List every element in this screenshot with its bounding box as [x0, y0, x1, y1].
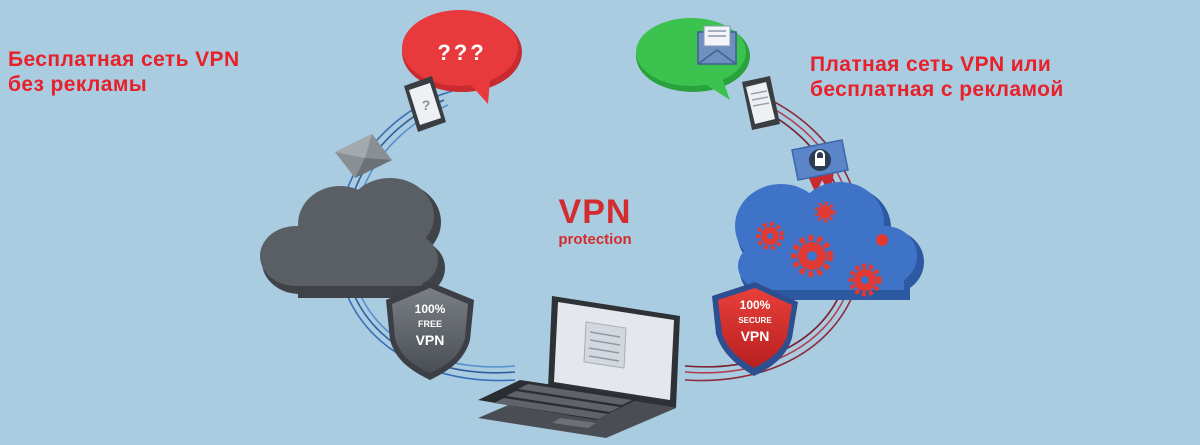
left-caption: Бесплатная сеть VPN без рекламы — [8, 47, 240, 97]
right-shield-line-2: SECURE — [738, 316, 772, 325]
laptop-icon — [478, 296, 680, 438]
left-caption-line-1: Бесплатная сеть VPN — [8, 48, 240, 71]
vpn-title: VPN — [558, 193, 632, 231]
left-shield-line-1: 100% — [415, 302, 446, 316]
right-shield-line-1: 100% — [740, 298, 771, 312]
left-shield-line-3: VPN — [416, 332, 445, 348]
right-caption-line-2: бесплатная с рекламой — [810, 78, 1064, 101]
right-caption-line-1: Платная сеть VPN или — [810, 53, 1052, 76]
free-vpn-shield-icon: 100% FREE VPN — [386, 282, 474, 380]
right-shield-line-3: VPN — [741, 328, 770, 344]
envelope-icon — [697, 25, 737, 65]
right-caption: Платная сеть VPN или бесплатная с реклам… — [810, 52, 1064, 102]
secure-vpn-shield-icon: 100% SECURE VPN — [712, 282, 798, 376]
right-phone-icon — [742, 76, 780, 130]
paid-cloud-icon — [735, 182, 924, 300]
message-bubble — [636, 18, 750, 100]
mail-envelope-icon — [335, 134, 392, 178]
question-marks: ??? — [437, 40, 486, 65]
left-shield-line-2: FREE — [418, 319, 442, 329]
free-cloud-icon — [260, 178, 445, 298]
gear-icons — [756, 201, 888, 297]
left-phone-icon: ? — [404, 76, 446, 132]
lock-badge-icon — [791, 139, 849, 194]
svg-text:?: ? — [422, 97, 431, 113]
left-caption-line-2: без рекламы — [8, 73, 148, 96]
question-bubble: ??? — [402, 10, 522, 104]
vpn-protection-title: VPN protection — [535, 194, 655, 248]
protection-subtitle: protection — [558, 231, 632, 248]
